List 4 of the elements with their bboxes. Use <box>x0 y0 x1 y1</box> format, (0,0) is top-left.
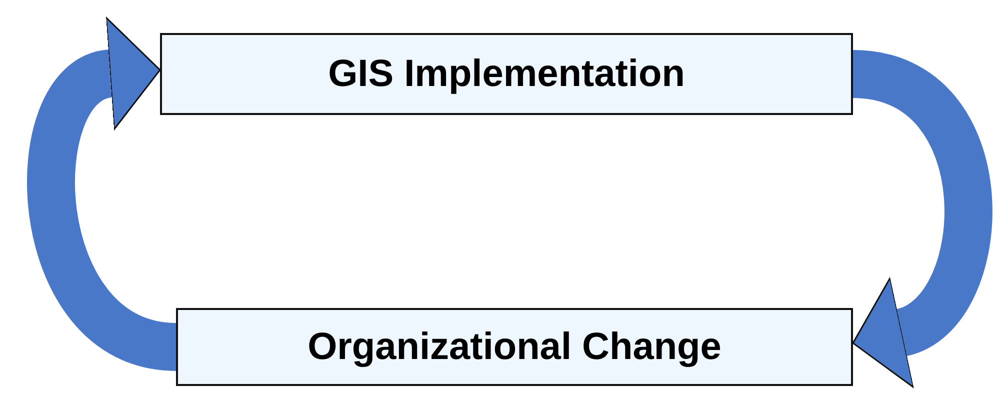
process-box <box>176 308 853 386</box>
box-label: Organizational Change <box>308 326 722 368</box>
box-label: GIS Implementation <box>328 52 685 96</box>
process-box <box>160 33 853 115</box>
